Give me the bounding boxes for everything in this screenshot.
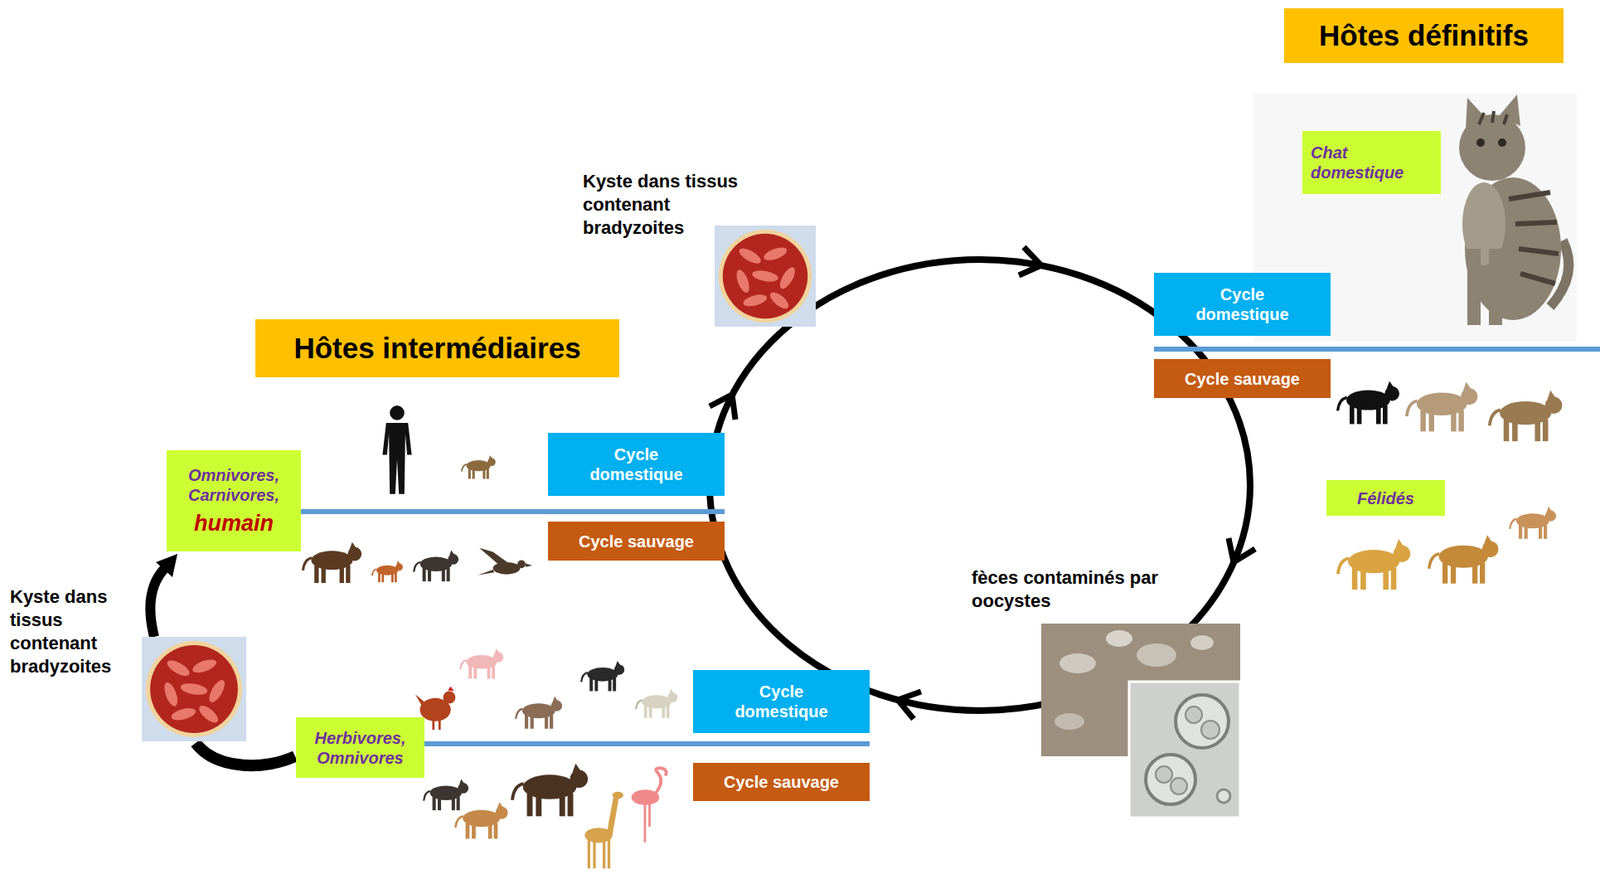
host-heading: Hôtes définitifs xyxy=(1284,8,1564,64)
pig-figure xyxy=(460,648,504,679)
cycle-box: Cycle sauvage xyxy=(547,521,725,561)
sheep-figure xyxy=(635,688,678,718)
eagle-figure xyxy=(478,547,534,576)
box-text: Cycle sauvage xyxy=(723,771,839,792)
bison-figure xyxy=(512,763,588,817)
cycle-arrowhead xyxy=(1018,247,1042,276)
box-text: Chat domestique xyxy=(1310,142,1411,183)
caracal-figure xyxy=(1509,506,1557,539)
separator-line xyxy=(300,509,725,514)
box-text: Hôtes définitifs xyxy=(1318,18,1529,54)
flamingo-figure xyxy=(631,767,667,843)
cyst-image xyxy=(714,225,816,327)
cow-figure xyxy=(581,660,625,691)
fox-figure xyxy=(372,560,403,582)
cycle-box: Cycle domestique xyxy=(693,669,870,733)
separator-line xyxy=(1153,346,1600,352)
cyst-image xyxy=(141,636,247,742)
host-group-box: Herbivores, Omnivores xyxy=(295,717,425,778)
gazelle-figure xyxy=(455,801,508,839)
cycle-box: Cycle domestique xyxy=(547,432,725,496)
boar-figure xyxy=(413,549,459,582)
box-text: Cycle domestique xyxy=(727,681,836,722)
free-label: Kyste dans tissus contenant bradyzoites xyxy=(582,169,753,240)
ocelot-figure xyxy=(1489,390,1563,442)
cycle-box: Cycle domestique xyxy=(1153,272,1331,336)
box-text: Cycle domestique xyxy=(582,444,691,485)
box-text: Herbivores, Omnivores xyxy=(304,727,417,768)
cycle-arrowhead xyxy=(709,394,736,420)
panther-figure xyxy=(1338,380,1400,424)
boar-figure xyxy=(423,778,469,810)
dog-figure xyxy=(461,455,496,480)
cycle-arrowhead xyxy=(1228,538,1256,563)
box-text: Félidés xyxy=(1357,488,1415,509)
host-group-box: Omnivores, Carnivores, humain xyxy=(166,450,301,552)
cycle-arrowhead xyxy=(897,691,922,719)
small-cycle-arc xyxy=(195,742,296,766)
cycle-box: Cycle sauvage xyxy=(693,762,870,801)
box-text: Hôtes intermédiaires xyxy=(293,330,581,366)
cheetah-figure xyxy=(1338,538,1411,590)
mouse-figure xyxy=(515,696,563,729)
oocyst-micrograph xyxy=(1129,681,1241,818)
giraffe-figure xyxy=(584,791,624,869)
human-figure xyxy=(382,405,412,495)
small-cycle-arc xyxy=(150,567,166,637)
cougar-figure xyxy=(1406,382,1479,432)
host-group-box: Félidés xyxy=(1326,480,1445,516)
box-text: Omnivores, Carnivores, xyxy=(175,465,292,505)
box-subtext: humain xyxy=(193,509,274,537)
host-heading: Hôtes intermédiaires xyxy=(255,319,620,378)
lion-figure xyxy=(1429,534,1499,584)
free-label: Kyste dans tissus contenant bradyzoites xyxy=(9,585,135,679)
free-label: fèces contaminés par oocystes xyxy=(971,566,1189,613)
box-text: Cycle domestique xyxy=(1188,284,1297,325)
box-text: Cycle sauvage xyxy=(1184,368,1300,389)
small-cycle-arrowhead xyxy=(155,553,178,577)
separator-line xyxy=(421,741,870,747)
cycle-box: Cycle sauvage xyxy=(1153,358,1331,398)
box-text: Cycle sauvage xyxy=(578,531,694,552)
bear-figure xyxy=(303,542,363,583)
host-group-box: Chat domestique xyxy=(1302,130,1441,194)
